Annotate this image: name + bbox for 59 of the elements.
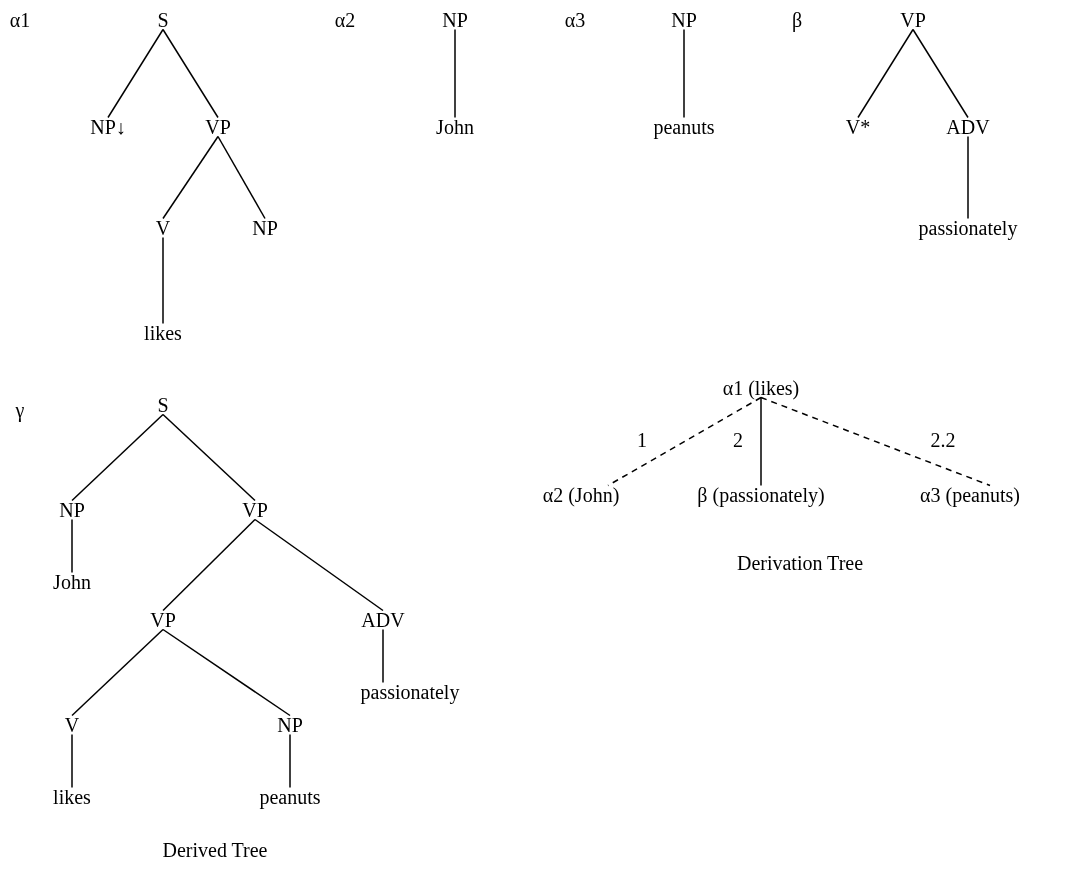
tree-branch (162, 135, 219, 220)
tree-node-label: ADV (946, 115, 990, 139)
tree-branch (912, 28, 969, 119)
tree-branch (289, 733, 291, 789)
tree-branch (454, 28, 456, 119)
tree-node-label: V (64, 713, 80, 737)
tree-branch (71, 733, 73, 789)
tree-node-label: α2 (John) (542, 483, 620, 507)
tree-node-label: NP (671, 8, 697, 32)
tree-name: α1 (9, 8, 31, 32)
tree-branch (71, 628, 164, 717)
tree-node-label: John (53, 570, 91, 594)
tree-node-label: VP (205, 115, 231, 139)
tree-node-label: β (passionately) (697, 483, 825, 507)
tree-branch (162, 413, 256, 502)
tree-name: α2 (334, 8, 356, 32)
tree-node-label: likes (53, 785, 91, 809)
tree-caption: Derivation Tree (736, 551, 864, 575)
tree-branch (71, 518, 73, 574)
tree-node-label: VP (150, 608, 176, 632)
tree-branch (760, 396, 762, 487)
tree-node-label: NP (252, 216, 278, 240)
tree-node-label: passionately (360, 680, 460, 704)
tree-branch (162, 628, 291, 717)
tree-branch (967, 135, 969, 220)
tree-node-label: V (155, 216, 171, 240)
tree-branch (162, 236, 164, 325)
tree-branch (382, 628, 384, 684)
tree-node-label: ADV (361, 608, 405, 632)
tree-caption: Derived Tree (162, 838, 268, 862)
tree-node-label: NP (442, 8, 468, 32)
tree-node-label: V* (845, 115, 871, 139)
tree-branch (254, 518, 384, 612)
tree-node-label: α1 (likes) (722, 376, 800, 400)
tree-branch (162, 518, 256, 612)
tree-node-label: VP (242, 498, 268, 522)
tree-branch (683, 28, 685, 119)
tree-node-label: S (157, 393, 169, 417)
tree-name: α3 (564, 8, 586, 32)
tree-name: β (791, 8, 803, 32)
tree-node-label: likes (144, 321, 182, 345)
tree-branch (857, 28, 914, 119)
tree-branch (107, 28, 164, 119)
tree-branch (162, 28, 219, 119)
tree-branch (760, 396, 991, 487)
tree-branch (71, 413, 164, 502)
tree-node-label: peanuts (653, 115, 715, 139)
tree-name: γ (15, 398, 25, 422)
tree-node-label: passionately (918, 216, 1018, 240)
tree-branch (607, 396, 762, 487)
tree-node-label: peanuts (259, 785, 321, 809)
tree-node-label: NP↓ (90, 115, 126, 139)
tree-node-label: NP (59, 498, 85, 522)
tree-branch (217, 135, 266, 220)
tree-node-label: VP (900, 8, 926, 32)
tree-node-label: S (157, 8, 169, 32)
tree-node-label: α3 (peanuts) (920, 483, 1020, 507)
tree-node-label: John (436, 115, 474, 139)
tree-node-label: NP (277, 713, 303, 737)
